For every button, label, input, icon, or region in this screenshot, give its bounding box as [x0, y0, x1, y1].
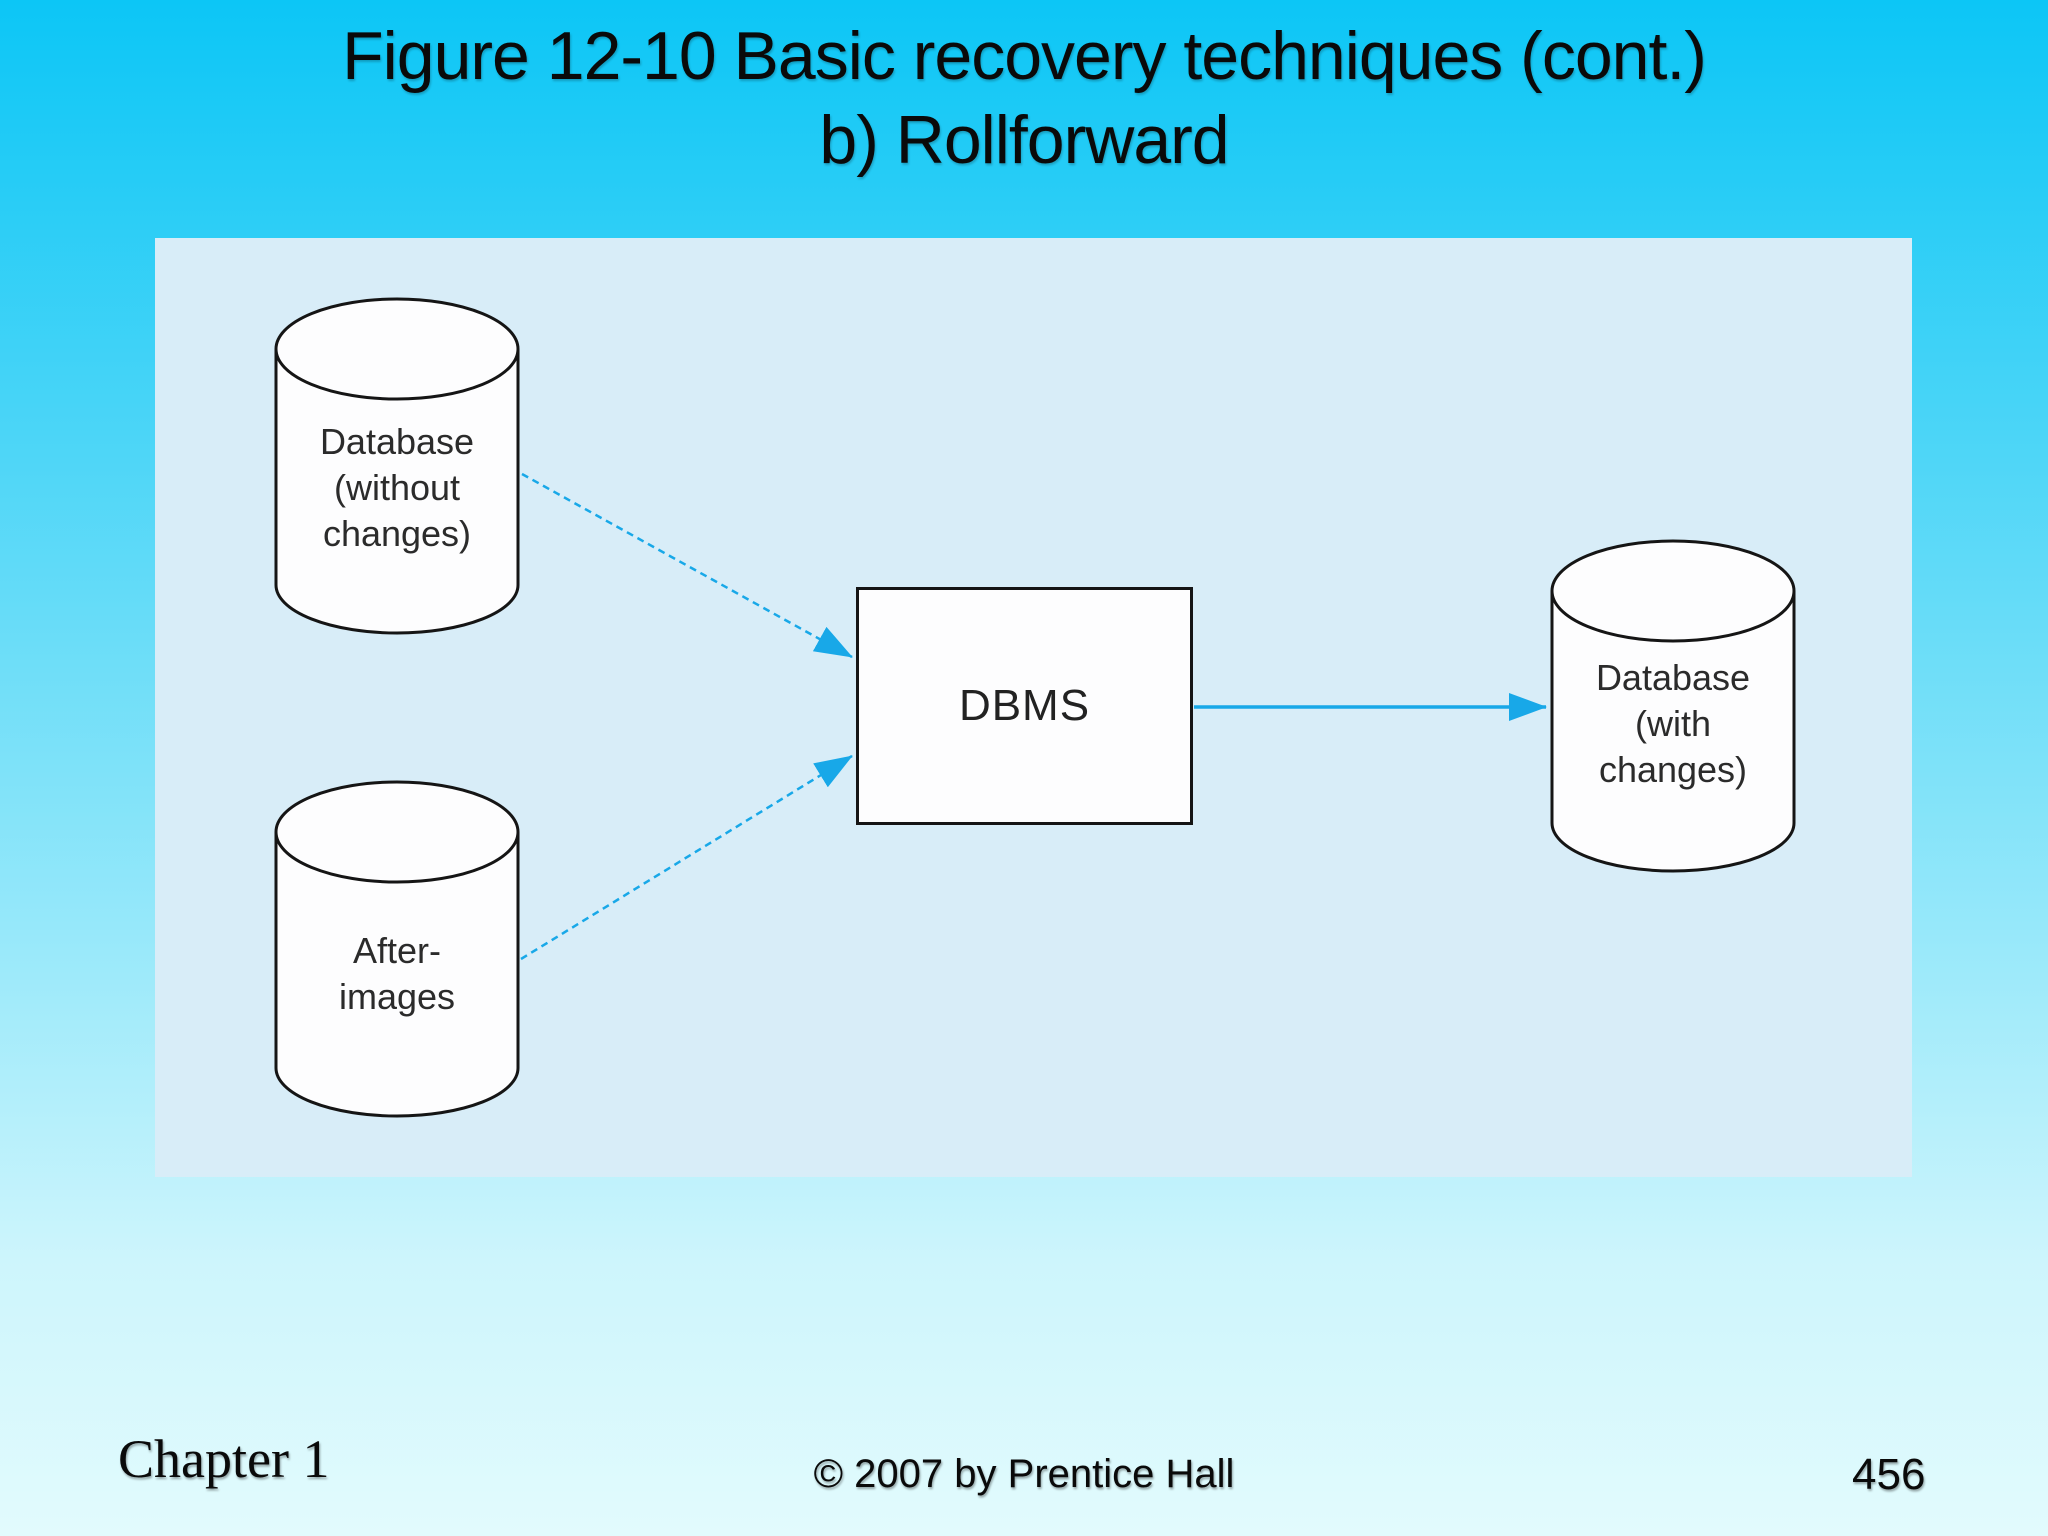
footer-page-number: 456 — [1852, 1450, 1926, 1499]
database-cylinder-icon — [274, 780, 520, 1118]
database-cylinder-icon — [274, 297, 520, 635]
flow-arrows — [520, 472, 1547, 961]
database-cylinder-icon — [1550, 539, 1796, 873]
arrow-after-images-to-dbms — [520, 754, 853, 961]
database-with-changes-label: Database (with changes) — [1595, 657, 1751, 790]
slide-title-line2: b) Rollforward — [819, 102, 1229, 178]
after-images-label: After- images — [338, 930, 456, 1017]
database-without-changes-node: Database (without changes) — [273, 295, 521, 637]
dbms-node: DBMS — [856, 587, 1193, 825]
dbms-label: DBMS — [958, 681, 1091, 730]
after-images-node: After- images — [273, 778, 521, 1120]
database-with-changes-node: Database (with changes) — [1549, 537, 1797, 875]
arrow-source-db-to-dbms — [521, 472, 853, 659]
slide-title-line1: Figure 12-10 Basic recovery techniques (… — [342, 18, 1707, 94]
diagram-panel: Database (without changes) After- images… — [155, 238, 1912, 1177]
footer-copyright: © 2007 by Prentice Hall — [813, 1452, 1235, 1496]
footer-chapter: Chapter 1 — [118, 1429, 330, 1489]
database-without-changes-label: Database (without changes) — [319, 421, 475, 554]
slide-title: Figure 12-10 Basic recovery techniques (… — [0, 14, 2048, 182]
